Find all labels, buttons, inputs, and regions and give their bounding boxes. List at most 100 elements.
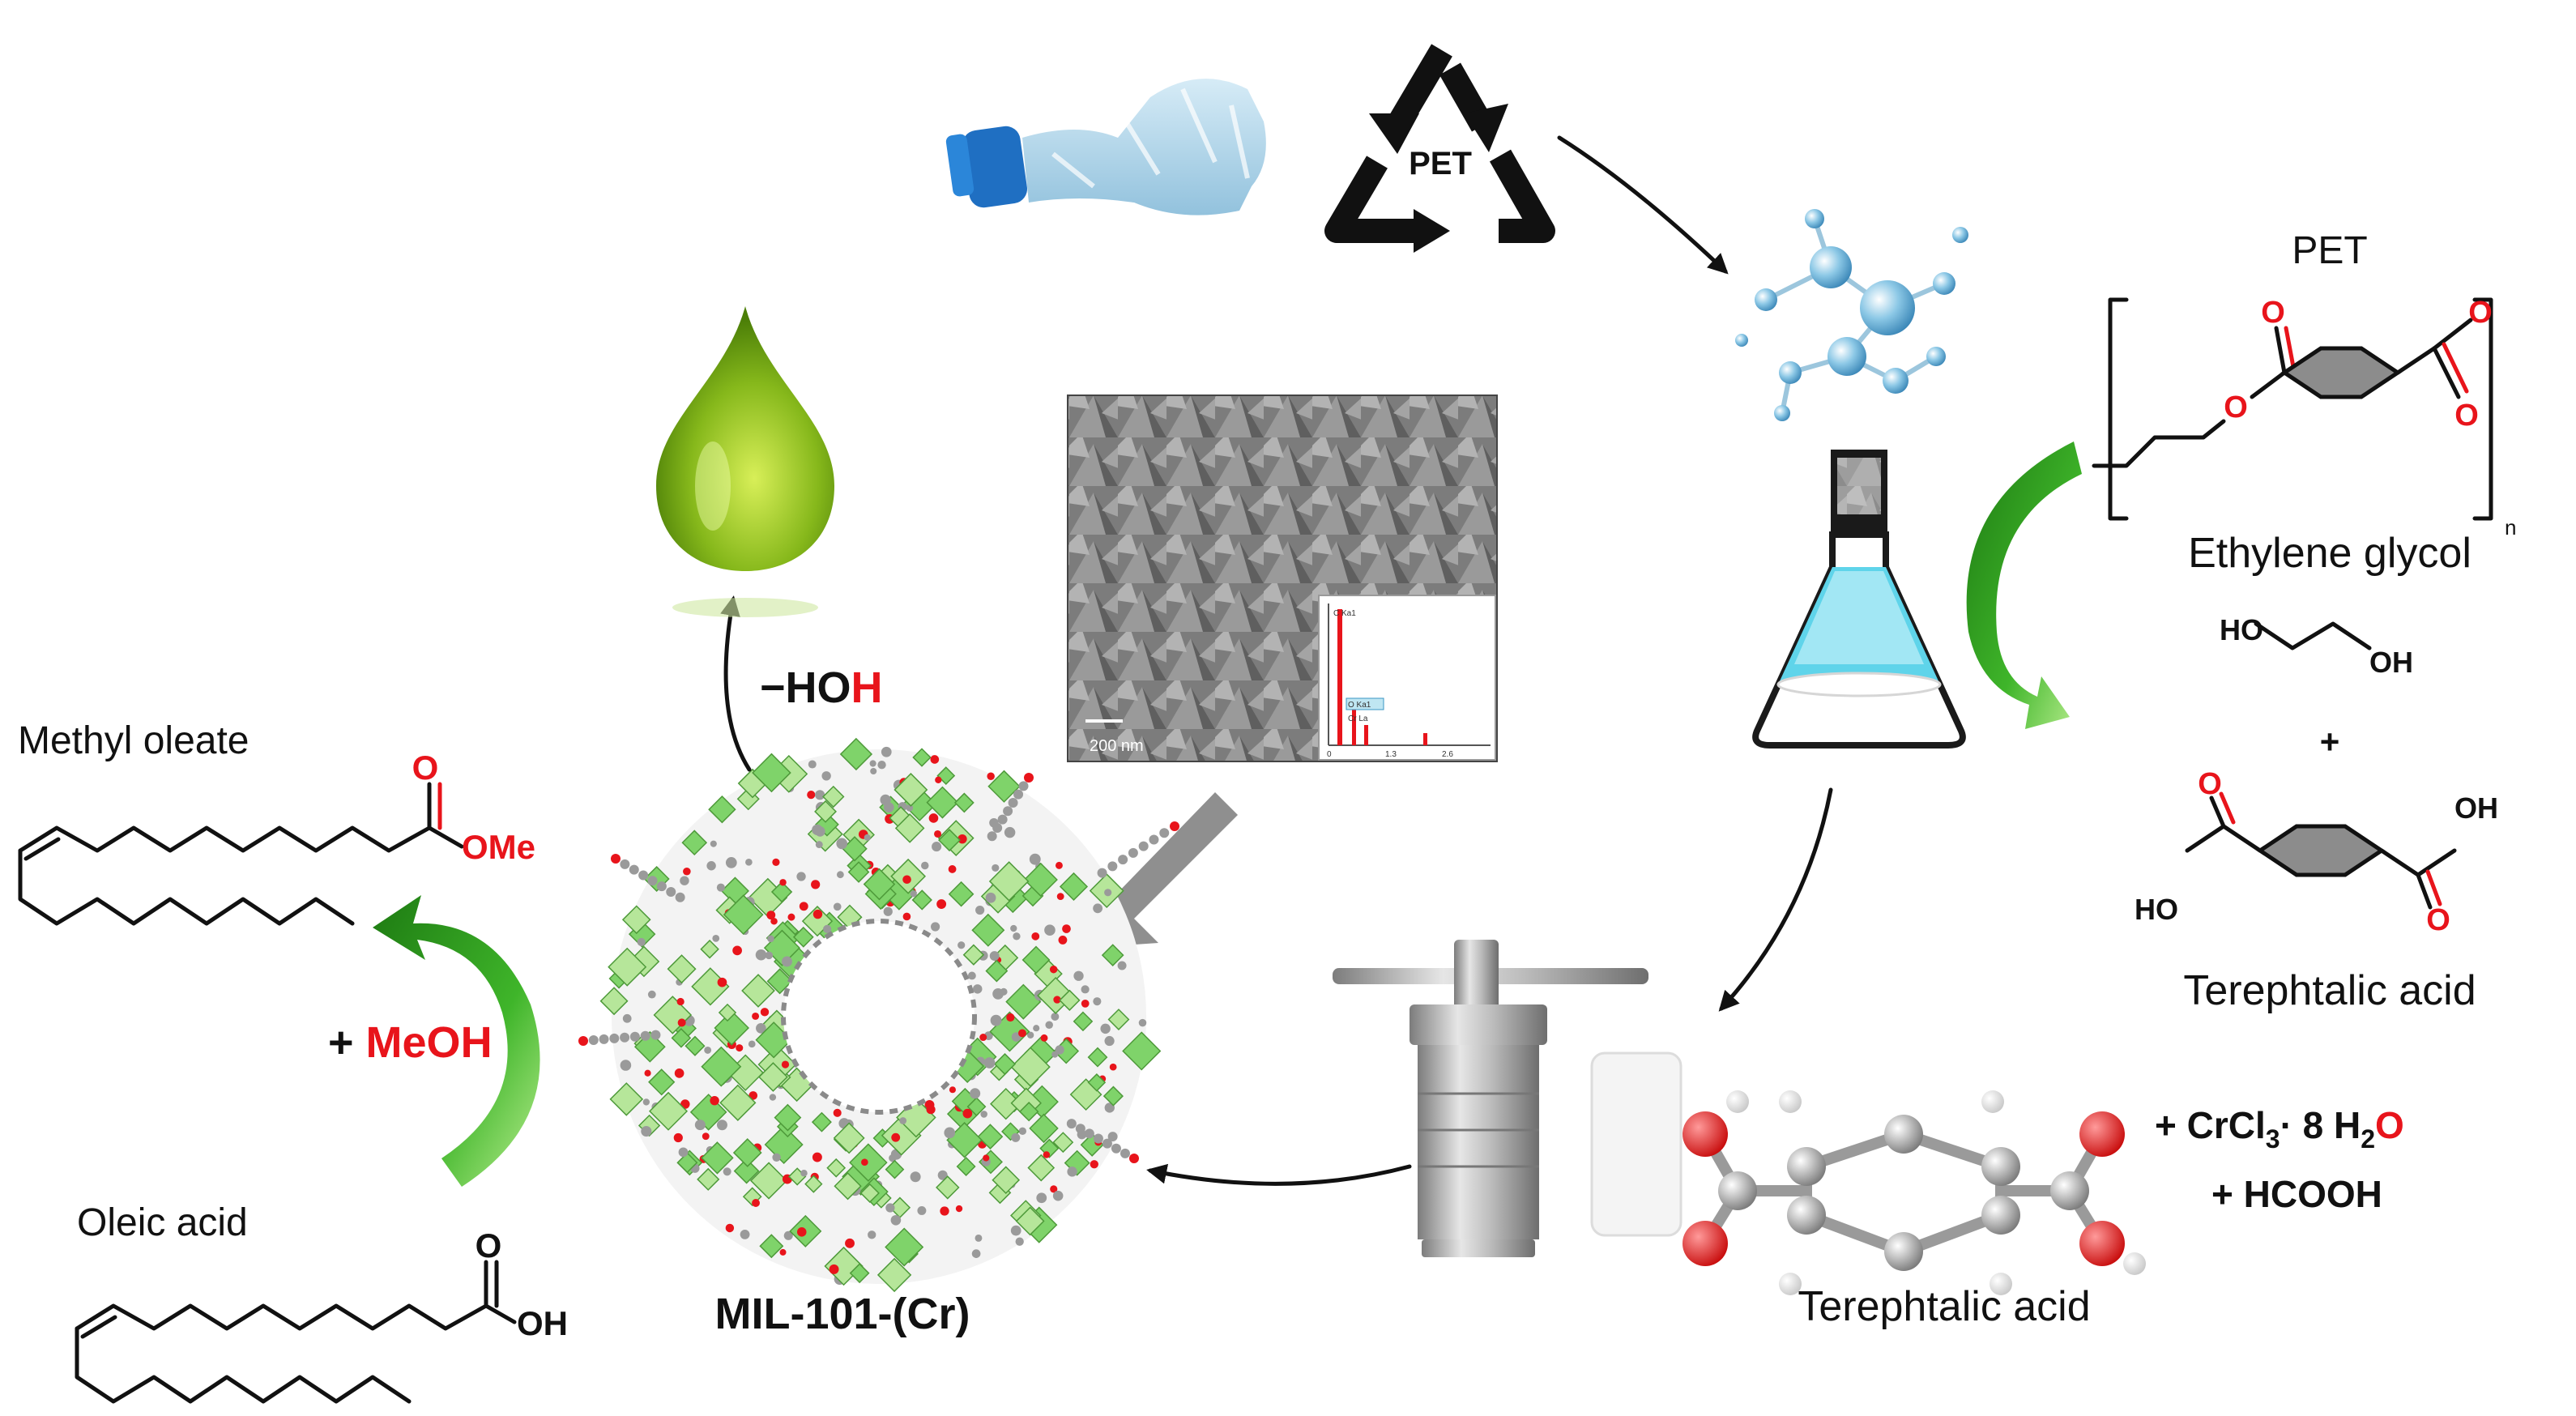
mof-oxygen-atom [787, 913, 795, 921]
mof-cluster [834, 1172, 862, 1201]
mof-carbon-atom [944, 1127, 956, 1139]
mof-carbon-atom [972, 984, 983, 994]
erlenmeyer-flask-illustration [1752, 450, 1966, 749]
mof-oxygen-atom [779, 879, 787, 886]
mof-carbon-atom [1104, 889, 1112, 897]
mof-linker-atom [1107, 861, 1118, 872]
mof-cluster [1010, 1047, 1051, 1087]
mof-carbon-atom [704, 1046, 712, 1054]
methyl-oleate-ome: OMe [462, 828, 535, 866]
tpa-o-top-left: O [2198, 767, 2222, 801]
mof-carbon-atom [1013, 932, 1021, 940]
mof-carbon-atom [864, 834, 871, 841]
mof-oxygen-atom [930, 755, 940, 764]
mof-oxygen-atom [935, 776, 942, 783]
mof-carbon-atom [932, 842, 942, 852]
mof-carbon-atom [620, 1060, 632, 1071]
mof-carbon-atom [1036, 1192, 1047, 1204]
mof-linker-atom [997, 814, 1008, 825]
mof-cluster [714, 1010, 750, 1046]
mof-cluster [1087, 1073, 1107, 1092]
methanol-label: + MeOH [328, 1018, 493, 1067]
mof-cluster [894, 813, 925, 843]
mof-carbon-atom [992, 864, 1000, 872]
mof-cluster [1052, 1132, 1074, 1154]
mof-cluster [681, 830, 708, 856]
plus-sign: + [2320, 723, 2340, 761]
mof-cluster [701, 1046, 742, 1087]
mof-oxygen-atom [948, 865, 957, 873]
mof-framework-illustration [578, 737, 1179, 1293]
mof-cluster [1001, 1122, 1020, 1141]
mof-linker-atom [650, 1030, 661, 1040]
mof-oxygen-atom [936, 899, 947, 910]
mof-carbon-atom [870, 767, 877, 775]
mof-linker-atom [599, 1034, 609, 1044]
green-arrow-flask-to-products [1966, 441, 2082, 729]
mof-carbon-atom [985, 892, 996, 903]
mof-carbon-atom [921, 861, 929, 870]
mof-oxygen-atom [770, 917, 778, 925]
mof-oxygen-atom [833, 1108, 842, 1117]
mof-oxygen-atom [1109, 1063, 1117, 1071]
mof-oxygen-atom [702, 1132, 710, 1141]
mof-cluster [1027, 1154, 1056, 1182]
mof-oxygen-atom [752, 1199, 760, 1207]
mof-carbon-atom [723, 1167, 731, 1176]
mof-cluster [609, 1082, 644, 1116]
mof-oxygen-atom [957, 834, 967, 844]
mof-linker-atom [1066, 1119, 1077, 1129]
mof-carbon-atom [712, 934, 720, 942]
mof-cluster [723, 894, 764, 936]
mof-carbon-atom [917, 1205, 927, 1215]
mof-carbon-atom [883, 906, 893, 916]
mof-oxygen-atom [987, 772, 995, 780]
mof-linker-atom [1149, 834, 1159, 845]
mof-carbon-atom [1011, 1132, 1021, 1142]
mof-linker-atom [992, 822, 1003, 833]
mof-carbon-atom [1055, 1045, 1064, 1055]
mof-oxygen-atom [710, 1095, 719, 1106]
mof-carbon-atom [1010, 1225, 1021, 1236]
reagent-crcl: + CrCl [2155, 1104, 2266, 1146]
eds-label-cr: Cr La [1348, 714, 1368, 723]
mof-oxygen-atom [725, 1223, 735, 1233]
mof-oxygen-atom [644, 1069, 651, 1077]
mof-cluster [1101, 944, 1124, 967]
ethylene-glycol-name: Ethylene glycol [2188, 530, 2472, 577]
mof-cluster [885, 1159, 905, 1179]
mof-carbon-atom [815, 841, 823, 849]
pet-carbonyl-o-left: O [2261, 296, 2285, 330]
tpa-ho-label: HO [2135, 893, 2178, 926]
mof-linker-atom [640, 1030, 650, 1041]
mof-oxygen-atom [962, 1108, 973, 1119]
mof-oxygen-atom [926, 1105, 936, 1115]
mof-cluster [1087, 1047, 1108, 1068]
mof-cluster [804, 1175, 823, 1193]
mof-carbon-atom [1073, 970, 1084, 981]
mof-linker-atom [588, 1034, 599, 1045]
mof-carbon-atom [1100, 1023, 1111, 1034]
mof-carbon-atom [937, 1170, 948, 1180]
eds-label-top: C Ka1 [1333, 609, 1356, 618]
mof-cluster [826, 1158, 847, 1178]
recycle-label: PET [1409, 146, 1472, 181]
terephthalic-acid-3d-name: Terephtalic acid [1798, 1283, 2090, 1330]
mof-cluster [653, 996, 693, 1034]
mof-carbon-atom [877, 761, 886, 770]
mof-cluster [992, 1166, 1021, 1195]
mof-cluster [847, 861, 870, 883]
oleic-acid-o: O [476, 1226, 502, 1265]
mof-oxygen-atom [1055, 861, 1063, 869]
mof-cluster [700, 939, 719, 959]
mof-carbon-atom [637, 937, 646, 947]
mof-carbon-atom [769, 1094, 777, 1101]
mof-oxygen-atom [1006, 1013, 1015, 1022]
mof-linker-atom [675, 892, 685, 902]
mof-carbon-atom [642, 1098, 650, 1106]
mof-cluster [987, 770, 1021, 803]
mof-linker-atom [1024, 773, 1034, 783]
mof-cluster [938, 829, 962, 852]
mof-carbon-atom [971, 1249, 981, 1258]
reagent-line-1: + CrCl3· 8 H2O [2155, 1104, 2404, 1154]
